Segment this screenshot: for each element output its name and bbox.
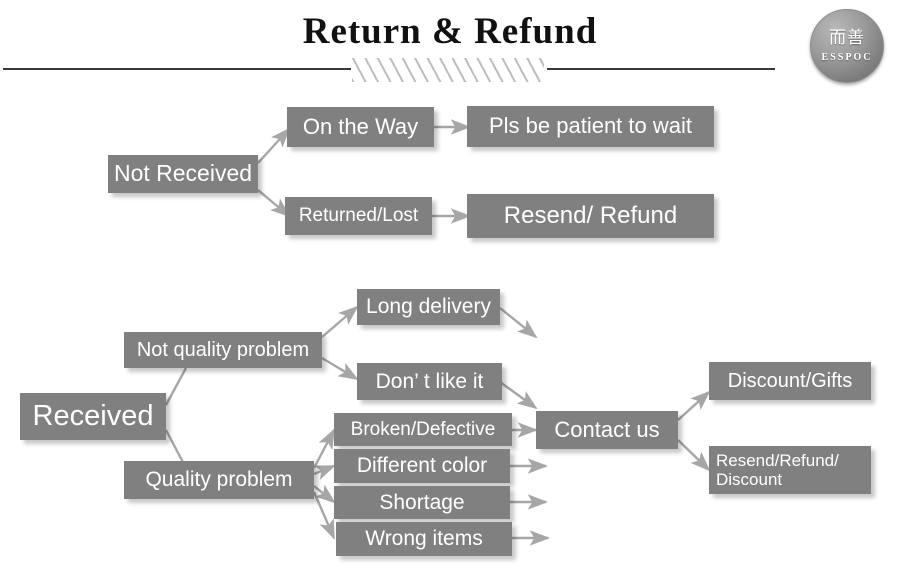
node-received[interactable]: Received [20, 393, 166, 440]
node-broken-defective[interactable]: Broken/Defective [334, 413, 512, 446]
node-not-quality-problem[interactable]: Not quality problem [124, 332, 322, 368]
node-discount-gifts[interactable]: Discount/Gifts [709, 362, 871, 400]
divider-hatch [352, 58, 544, 82]
node-resend-refund[interactable]: Resend/ Refund [467, 194, 714, 238]
link-notquality-longdelivery [321, 305, 359, 338]
node-on-the-way[interactable]: On the Way [287, 107, 434, 147]
link-notquality-dontlike [321, 356, 359, 381]
page-title: Return & Refund [302, 11, 598, 52]
logo-latin-text: ESSPOC [821, 51, 873, 63]
link-quality-broken [312, 428, 336, 469]
link-received-notquality [164, 367, 188, 406]
divider-line-left [3, 68, 351, 70]
link-longdelivery-contact [499, 307, 538, 339]
node-returned-lost[interactable]: Returned/Lost [285, 197, 432, 235]
link-quality-shortage [313, 484, 336, 504]
link-quality-differentcolor [313, 464, 336, 480]
node-quality-problem[interactable]: Quality problem [124, 461, 314, 499]
node-different-color[interactable]: Different color [334, 449, 510, 483]
node-resend-refund-discount[interactable]: Resend/Refund/ Discount [709, 446, 871, 494]
link-contact-resendrefund [677, 439, 711, 472]
node-not-received[interactable]: Not Received [108, 155, 258, 193]
brand-logo: 而善 ESSPOC [810, 9, 884, 83]
link-dontlike-contact [499, 381, 538, 410]
node-pls-be-patient[interactable]: Pls be patient to wait [467, 106, 714, 147]
node-contact-us[interactable]: Contact us [536, 411, 678, 449]
logo-chinese-text: 而善 [829, 27, 865, 48]
node-long-delivery[interactable]: Long delivery [357, 289, 500, 325]
link-quality-wrongitems [312, 491, 336, 540]
link-contact-discountgifts [677, 390, 711, 421]
node-shortage[interactable]: Shortage [334, 486, 510, 519]
node-dont-like-it[interactable]: Don’ t like it [357, 363, 502, 400]
node-wrong-items[interactable]: Wrong items [336, 522, 512, 556]
link-notreceived-ontheway [257, 127, 291, 164]
divider-line-right [547, 68, 775, 70]
